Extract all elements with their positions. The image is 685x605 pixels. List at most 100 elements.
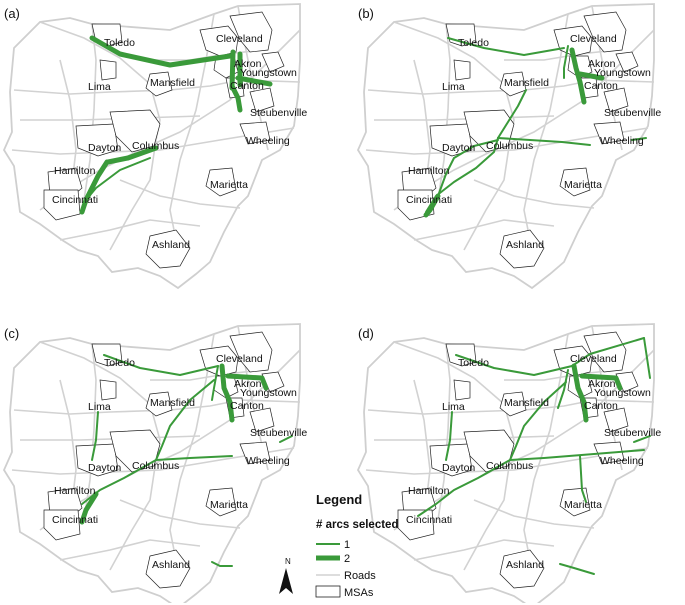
selected-arc-7 bbox=[417, 459, 511, 517]
state-outline bbox=[356, 3, 655, 290]
road bbox=[374, 435, 555, 441]
city-label-youngstown: Youngstown bbox=[240, 67, 297, 79]
selected-arc-7 bbox=[79, 197, 89, 215]
msa-boundary bbox=[145, 391, 173, 417]
road bbox=[523, 333, 569, 571]
msa-boundary bbox=[99, 59, 117, 81]
panel-label: (b) bbox=[358, 6, 374, 21]
road bbox=[393, 341, 515, 571]
msa-boundary bbox=[559, 167, 591, 197]
selected-arc-0 bbox=[89, 35, 233, 68]
legend-msa-swatch bbox=[315, 585, 341, 598]
city-label-cincinnati: Cincinnati bbox=[52, 514, 98, 526]
city-label-marietta: Marietta bbox=[210, 179, 248, 191]
selected-arc-10 bbox=[579, 455, 587, 503]
selected-arc-12 bbox=[559, 563, 595, 575]
city-label-lima: Lima bbox=[88, 401, 111, 413]
msa-boundary bbox=[249, 87, 275, 113]
msa-boundary bbox=[593, 121, 625, 145]
city-label-marietta: Marietta bbox=[564, 499, 602, 511]
city-label-wheeling: Wheeling bbox=[600, 135, 644, 147]
city-label-cincinnati: Cincinnati bbox=[52, 194, 98, 206]
city-label-ashland: Ashland bbox=[506, 239, 544, 251]
selected-arc-5 bbox=[81, 459, 157, 505]
city-label-canton: Canton bbox=[584, 400, 618, 412]
selected-arc-6 bbox=[83, 159, 110, 203]
msa-boundary bbox=[99, 379, 117, 401]
selected-arc-0 bbox=[447, 37, 565, 56]
road bbox=[437, 343, 451, 521]
selected-arc-3 bbox=[577, 71, 605, 81]
city-label-ashland: Ashland bbox=[506, 559, 544, 571]
city-label-toledo: Toledo bbox=[104, 37, 135, 49]
selected-arc-10 bbox=[211, 561, 233, 567]
city-label-steubenville: Steubenville bbox=[604, 107, 661, 119]
msa-boundary bbox=[429, 443, 473, 477]
selected-arc-3 bbox=[235, 75, 273, 87]
city-label-lima: Lima bbox=[88, 81, 111, 93]
road bbox=[393, 21, 515, 251]
panel-label: (a) bbox=[4, 6, 20, 21]
city-label-cleveland: Cleveland bbox=[216, 353, 263, 365]
road bbox=[83, 343, 97, 521]
city-label-ashland: Ashland bbox=[152, 239, 190, 251]
road bbox=[169, 333, 215, 571]
msa-boundary bbox=[603, 407, 629, 433]
msa-boundary bbox=[499, 229, 545, 269]
city-label-youngstown: Youngstown bbox=[594, 387, 651, 399]
north-label: N bbox=[285, 557, 291, 566]
city-label-hamilton: Hamilton bbox=[54, 485, 96, 497]
road bbox=[39, 341, 161, 571]
city-label-akron: Akron bbox=[588, 58, 616, 70]
city-label-canton: Canton bbox=[584, 80, 618, 92]
road bbox=[20, 435, 201, 441]
city-label-steubenville: Steubenville bbox=[604, 427, 661, 439]
msa-boundary bbox=[205, 487, 237, 517]
city-label-columbus: Columbus bbox=[486, 460, 533, 472]
city-label-columbus: Columbus bbox=[486, 140, 533, 152]
city-label-steubenville: Steubenville bbox=[250, 427, 307, 439]
city-label-mansfield: Mansfield bbox=[150, 397, 195, 409]
selected-arc-2 bbox=[643, 337, 651, 379]
basemap bbox=[356, 323, 655, 603]
road bbox=[39, 21, 161, 251]
city-label-mansfield: Mansfield bbox=[150, 77, 195, 89]
road bbox=[413, 219, 555, 241]
msa-boundary bbox=[463, 109, 515, 153]
legend-label-roads: Roads bbox=[344, 570, 376, 582]
city-label-wheeling: Wheeling bbox=[246, 455, 290, 467]
msa-boundary bbox=[75, 123, 119, 157]
state-outline bbox=[2, 3, 301, 290]
legend-label-2: 2 bbox=[344, 553, 350, 565]
city-label-mansfield: Mansfield bbox=[504, 397, 549, 409]
msa-boundary bbox=[499, 71, 527, 97]
road bbox=[20, 115, 201, 121]
msa-boundary bbox=[499, 391, 527, 417]
selected-arc-9 bbox=[279, 435, 293, 443]
panel-label: (d) bbox=[358, 326, 374, 341]
msa-boundary bbox=[145, 71, 173, 97]
selected-arc-4 bbox=[229, 83, 243, 113]
selected-arcs bbox=[423, 37, 647, 218]
selected-arc-3 bbox=[225, 373, 269, 391]
city-label-lima: Lima bbox=[442, 401, 465, 413]
city-label-hamilton: Hamilton bbox=[408, 165, 450, 177]
city-label-cincinnati: Cincinnati bbox=[406, 194, 452, 206]
panel-label: (c) bbox=[4, 326, 19, 341]
selected-arc-5 bbox=[105, 145, 159, 165]
msa-boundary bbox=[199, 25, 239, 57]
selected-arc-7 bbox=[91, 411, 99, 461]
msa-boundary bbox=[145, 229, 191, 269]
city-label-columbus: Columbus bbox=[132, 460, 179, 472]
selected-arc-1 bbox=[563, 45, 569, 79]
msa-boundary bbox=[145, 549, 191, 589]
selected-arc-9 bbox=[631, 137, 647, 141]
msa-boundary bbox=[583, 11, 627, 53]
